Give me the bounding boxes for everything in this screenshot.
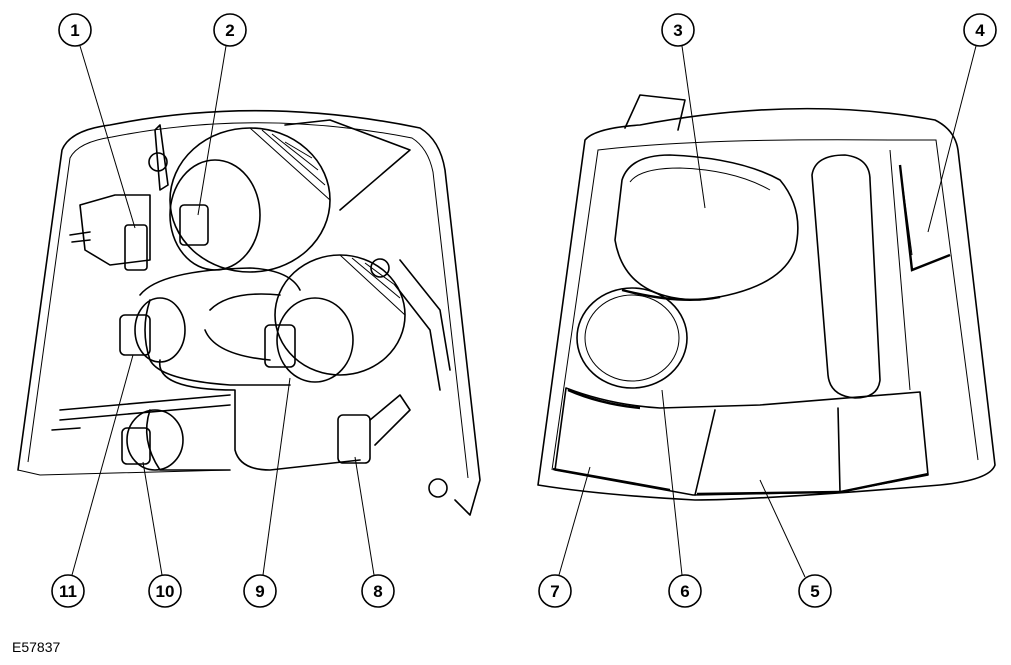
callout-number: 4: [975, 21, 985, 40]
callout-number: 10: [156, 582, 175, 601]
callout-number: 7: [550, 582, 559, 601]
callout-2: 2: [213, 13, 247, 47]
callout-9: 9: [243, 574, 277, 608]
callout-number: 1: [70, 21, 79, 40]
callout-8: 8: [361, 574, 395, 608]
callout-number: 3: [673, 21, 682, 40]
callout-1: 1: [58, 13, 92, 47]
callout-number: 5: [810, 582, 819, 601]
callout-number: 8: [373, 582, 382, 601]
callout-circle: [58, 13, 92, 47]
callout-circle: [963, 13, 997, 47]
callout-circle: [243, 574, 277, 608]
callout-3: 3: [661, 13, 695, 47]
callout-4: 4: [963, 13, 997, 47]
callout-number: 2: [225, 21, 234, 40]
callout-number: 9: [255, 582, 264, 601]
callout-circle: [661, 13, 695, 47]
callout-10: 10: [148, 574, 182, 608]
callout-circle: [51, 574, 85, 608]
callout-6: 6: [668, 574, 702, 608]
figure-id: E57837: [12, 639, 61, 655]
callout-circle: [798, 574, 832, 608]
callout-number: 11: [59, 582, 77, 601]
callout-7: 7: [538, 574, 572, 608]
callout-circle: [213, 13, 247, 47]
callout-circle: [668, 574, 702, 608]
callout-circle: [361, 574, 395, 608]
callout-circle: [148, 574, 182, 608]
leader-lines: [71, 45, 977, 578]
callout-circle: [538, 574, 572, 608]
callout-number: 6: [680, 582, 689, 601]
callout-5: 5: [798, 574, 832, 608]
lamp-rear-view: [17, 109, 481, 516]
callout-11: 11: [51, 574, 85, 608]
lamp-front-view: [537, 94, 996, 501]
